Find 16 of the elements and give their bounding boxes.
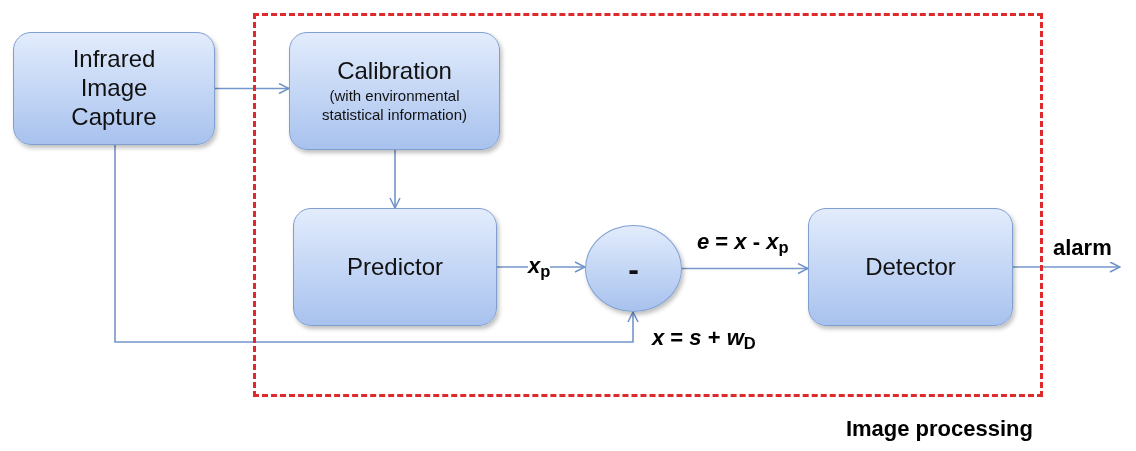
process-box (13, 32, 215, 145)
arrow (389, 149, 401, 209)
process-box (289, 32, 500, 150)
process-box (808, 208, 1013, 326)
arrow (214, 82, 290, 95)
arrow (1012, 261, 1121, 273)
box-title: Detector (865, 252, 956, 282)
arrow (681, 262, 809, 275)
box-title: Infrared Image Capture (70, 45, 158, 132)
region-heading: Image processing (845, 415, 1033, 443)
box-subtitle: (with environmental statistical information) (320, 85, 469, 125)
box-title: Predictor (346, 252, 443, 282)
arrow (114, 144, 639, 343)
box-title: Calibration (337, 57, 452, 86)
minus-sign: - (628, 252, 639, 285)
process-box (293, 208, 497, 326)
